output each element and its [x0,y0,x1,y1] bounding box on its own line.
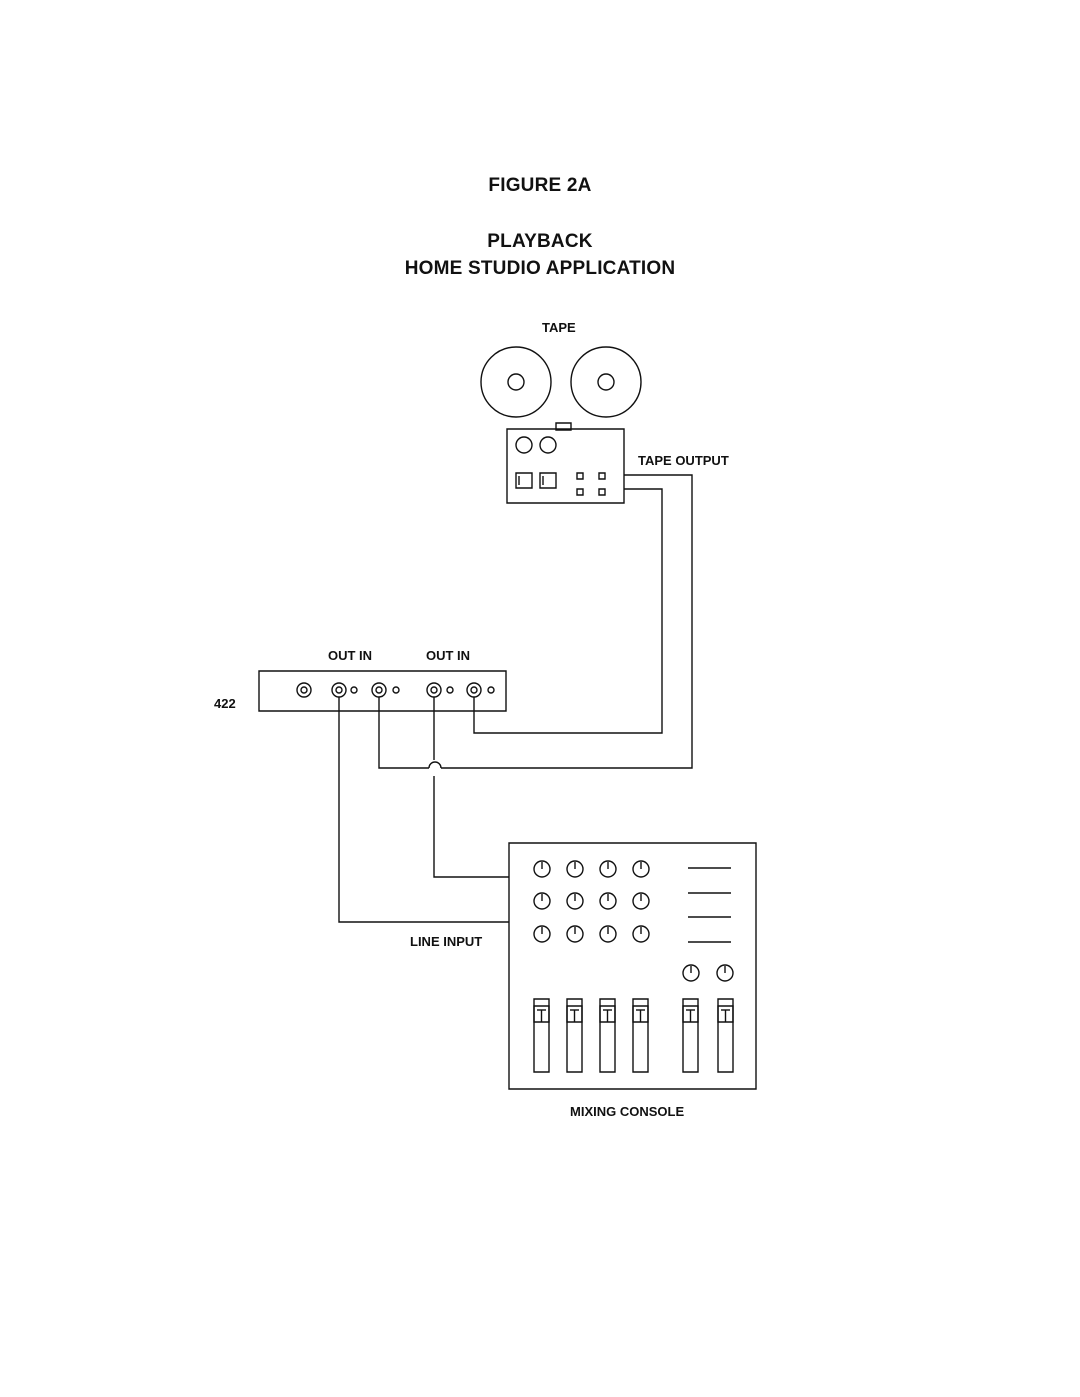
console-knob [567,893,583,909]
console-knob-grid [534,861,649,942]
unit-jack-out-2 [427,683,441,697]
unit-jack-out-1-center [336,687,342,693]
tape-deck [481,347,641,503]
console-knob [633,926,649,942]
cable-tape-to-unit-in-1-b [379,697,429,768]
left-reel-hub [508,374,524,390]
deck-button-3 [577,489,583,495]
fader-slot [718,999,733,1072]
unit-jack-in-2-center [471,687,477,693]
out-in-label-2: OUT IN [426,648,471,663]
right-reel [571,347,641,417]
figure-title-line-1: PLAYBACK [487,231,593,252]
deck-button-1 [577,473,583,479]
fader-slot [683,999,698,1072]
tape-label: TAPE [542,320,576,335]
console-knob [534,926,550,942]
unit-422 [259,671,506,711]
cable-crossover-arc [429,762,441,768]
unit-jack-in-1 [372,683,386,697]
cable-tape-to-unit-in-1-a [441,475,692,768]
console-knob [600,926,616,942]
master-knob-1 [683,965,699,981]
console-knob [633,893,649,909]
deck-knob-2 [540,437,556,453]
unit-422-body [259,671,506,711]
master-knob-2 [717,965,733,981]
console-knob [633,861,649,877]
cable-unit-out-2-to-console [434,776,509,877]
tape-deck-body [507,429,624,503]
fader-slot [567,999,582,1072]
right-reel-hub [598,374,614,390]
unit-jack-out-2-center [431,687,437,693]
console-knob [600,893,616,909]
fader-slot [534,999,549,1072]
console-knob [567,926,583,942]
unit-jack-in-1-center [376,687,382,693]
left-reel [481,347,551,417]
deck-meter-1 [516,473,532,488]
figure-title-line-2: HOME STUDIO APPLICATION [404,258,676,279]
cable-unit-out-1-to-line-input [339,697,509,922]
console-knob [534,861,550,877]
deck-button-4 [599,489,605,495]
console-knob [567,861,583,877]
mixing-console [509,843,756,1089]
mixing-console-label: MIXING CONSOLE [570,1104,685,1119]
out-in-label-1: OUT IN [328,648,373,663]
unit-led-4 [488,687,494,693]
unit-number-label: 422 [214,696,236,711]
unit-jack-out-1 [332,683,346,697]
unit-led-3 [447,687,453,693]
console-meter-lines [688,868,731,942]
console-knob [600,861,616,877]
fader-slot [600,999,615,1072]
tape-output-label: TAPE OUTPUT [638,453,729,468]
line-input-label: LINE INPUT [410,934,483,949]
mixing-console-body [509,843,756,1089]
deck-button-2 [599,473,605,479]
unit-jack-0 [297,683,311,697]
unit-jack-in-2 [467,683,481,697]
console-faders [534,999,733,1072]
fader-slot [633,999,648,1072]
cables [339,475,692,922]
unit-led-2 [393,687,399,693]
unit-led-1 [351,687,357,693]
deck-knob-1 [516,437,532,453]
unit-jack-0-center [301,687,307,693]
tape-head [556,423,571,430]
cable-tape-to-unit-in-2 [474,489,662,733]
deck-meter-2 [540,473,556,488]
figure-number: FIGURE 2A [488,175,592,196]
console-knob [534,893,550,909]
